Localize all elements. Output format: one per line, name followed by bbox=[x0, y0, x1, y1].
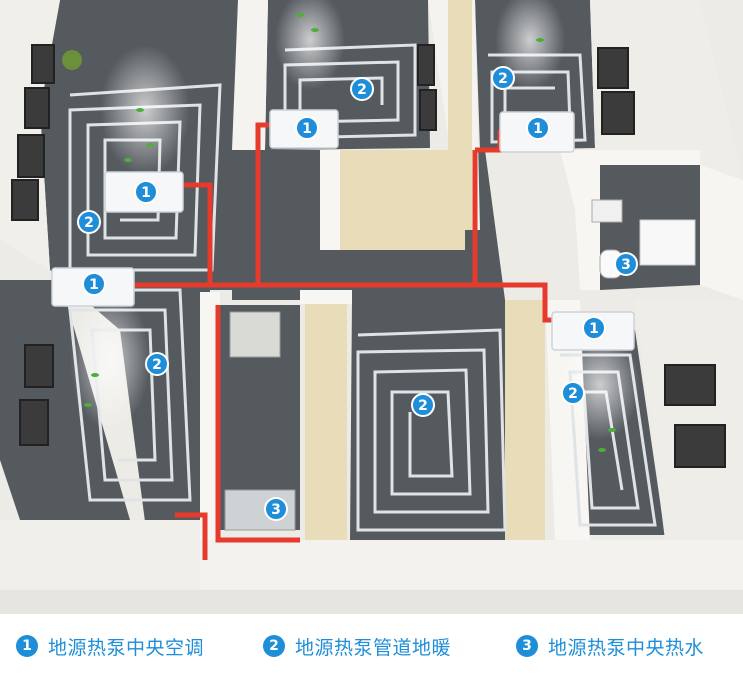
legend-badge: 3 bbox=[516, 635, 538, 657]
marker-label: 3 bbox=[271, 502, 281, 518]
leaf-decorations bbox=[84, 13, 616, 452]
wall-center-edge bbox=[320, 150, 340, 250]
picture-frame bbox=[664, 364, 716, 406]
legend-badge: 1 bbox=[16, 635, 38, 657]
floor-middle-room bbox=[350, 300, 525, 540]
marker-label: 2 bbox=[84, 215, 94, 231]
airflow-glow bbox=[70, 290, 150, 430]
wall-kitchen-top bbox=[300, 290, 352, 304]
marker-ac: 1 bbox=[526, 116, 550, 140]
hot-pipes bbox=[130, 122, 560, 560]
wall-kitchen-left bbox=[200, 292, 220, 562]
marker-label: 2 bbox=[357, 82, 367, 98]
accent-wall-kitchen bbox=[305, 300, 347, 540]
marker-label: 1 bbox=[302, 121, 312, 137]
airflow-glow bbox=[560, 330, 640, 440]
accent-block-center bbox=[325, 150, 465, 250]
marker-label: 2 bbox=[418, 398, 428, 414]
markers: 1 1 1 1 1 2 2 2 2 2 2 3 3 bbox=[77, 66, 638, 521]
wall-base bbox=[0, 590, 743, 614]
legend-item-floor-heating: 2 地源热泵管道地暖 bbox=[263, 632, 451, 660]
marker-ac: 1 bbox=[582, 316, 606, 340]
marker-ac: 1 bbox=[295, 116, 319, 140]
airflow-glow bbox=[495, 0, 565, 90]
marker-floor: 2 bbox=[145, 352, 169, 376]
airflow-glow bbox=[275, 0, 345, 90]
leaf-icon bbox=[124, 158, 132, 162]
leaf-icon bbox=[84, 403, 92, 407]
picture-frame bbox=[24, 87, 50, 129]
marker-label: 2 bbox=[152, 357, 162, 373]
picture-frame bbox=[17, 134, 45, 178]
marker-floor: 2 bbox=[411, 393, 435, 417]
marker-floor: 2 bbox=[491, 66, 515, 90]
fridge-icon bbox=[229, 311, 281, 358]
legend-item-hot-water: 3 地源热泵中央热水 bbox=[516, 632, 704, 660]
marker-label: 1 bbox=[89, 277, 99, 293]
legend: 1 地源热泵中央空调 2 地源热泵管道地暖 3 地源热泵中央热水 bbox=[0, 614, 743, 673]
airflow-effects bbox=[70, 0, 640, 440]
pipe-main bbox=[180, 182, 560, 323]
plant-icon bbox=[62, 50, 82, 70]
leaf-icon bbox=[311, 28, 319, 32]
wall-pictures bbox=[11, 44, 726, 468]
leaf-icon bbox=[536, 38, 544, 42]
pipe-kitchen bbox=[215, 305, 300, 543]
airflow-glow bbox=[100, 45, 190, 175]
marker-label: 3 bbox=[621, 257, 631, 273]
marker-label: 1 bbox=[141, 185, 151, 201]
ac-units bbox=[51, 109, 635, 351]
floor-lower-left-room bbox=[0, 280, 130, 520]
picture-frame bbox=[674, 424, 726, 468]
leaf-icon bbox=[598, 448, 606, 452]
leaf-icon bbox=[91, 373, 99, 377]
picture-frame bbox=[19, 399, 49, 446]
picture-frame bbox=[601, 91, 635, 135]
picture-frame bbox=[417, 44, 435, 86]
picture-frame bbox=[419, 89, 437, 131]
marker-floor: 2 bbox=[561, 381, 585, 405]
pipe-lower-left bbox=[175, 512, 208, 560]
floor-kitchen bbox=[215, 305, 300, 530]
leaf-icon bbox=[136, 108, 144, 112]
accent-wall-middle bbox=[505, 300, 545, 540]
marker-floor: 2 bbox=[350, 77, 374, 101]
leaf-icon bbox=[296, 13, 304, 17]
picture-frame bbox=[31, 44, 55, 84]
wall-bathroom-inner bbox=[560, 150, 700, 290]
bath-sink-icon bbox=[591, 199, 623, 223]
leaf-icon bbox=[608, 428, 616, 432]
marker-label: 2 bbox=[498, 71, 508, 87]
marker-water: 3 bbox=[614, 252, 638, 276]
marker-water: 3 bbox=[264, 497, 288, 521]
legend-label: 地源热泵中央热水 bbox=[548, 636, 705, 659]
marker-ac: 1 bbox=[82, 272, 106, 296]
pipe-top-middle-unit bbox=[255, 122, 272, 140]
coil-lower-left bbox=[60, 288, 192, 502]
coil-middle-room bbox=[356, 328, 507, 532]
marker-label: 1 bbox=[589, 321, 599, 337]
picture-frame bbox=[11, 179, 39, 221]
leaf-icon bbox=[146, 143, 154, 147]
marker-ac: 1 bbox=[134, 180, 158, 204]
floorplan-illustration: 1 1 1 1 1 2 2 2 2 2 2 3 3 bbox=[0, 0, 743, 614]
picture-frame bbox=[597, 47, 629, 89]
legend-badge: 2 bbox=[263, 635, 285, 657]
marker-label: 1 bbox=[533, 121, 543, 137]
legend-item-ac: 1 地源热泵中央空调 bbox=[16, 632, 204, 660]
marker-label: 2 bbox=[568, 386, 578, 402]
picture-frame bbox=[24, 344, 54, 388]
wall-top-divider-1 bbox=[232, 0, 268, 150]
marker-floor: 2 bbox=[77, 210, 101, 234]
legend-label: 地源热泵管道地暖 bbox=[295, 636, 452, 659]
shower-icon bbox=[639, 219, 696, 266]
wall-bathroom-outer bbox=[700, 165, 743, 300]
legend-label: 地源热泵中央空调 bbox=[48, 636, 205, 659]
